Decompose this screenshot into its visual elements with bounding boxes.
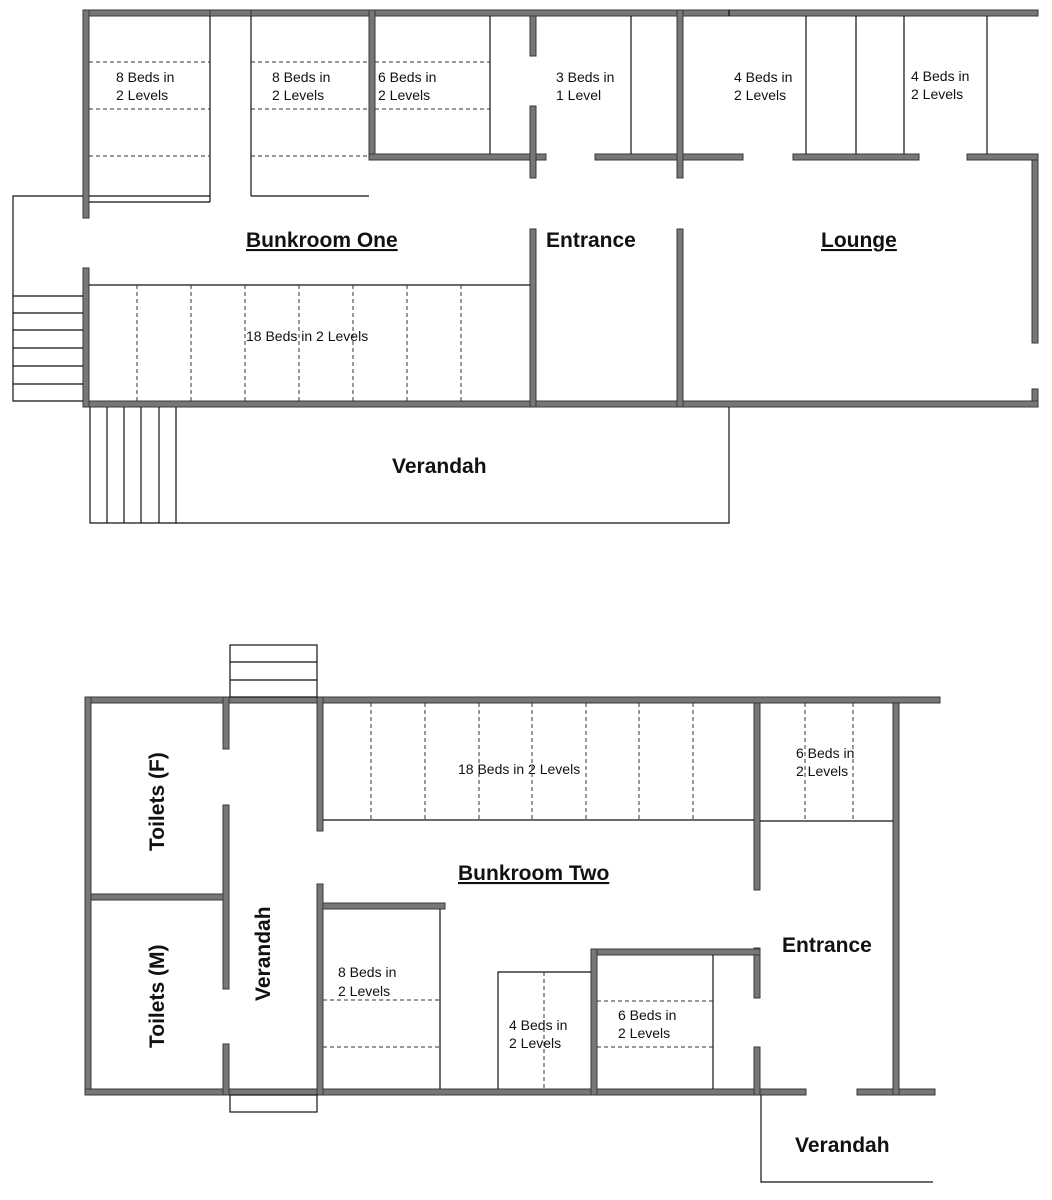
- bed-label-p2-1b: 2 Levels: [796, 763, 848, 779]
- room-label-bunkroom-one: Bunkroom One: [246, 229, 398, 252]
- plan-one-labels: 8 Beds in 2 Levels 8 Beds in 2 Levels 6 …: [116, 68, 969, 478]
- room-label-entrance-two: Entrance: [782, 934, 872, 957]
- room-label-verandah-one: Verandah: [392, 455, 487, 478]
- bed-label-2b: 2 Levels: [272, 87, 324, 103]
- bed-label-1b: 2 Levels: [116, 87, 168, 103]
- bed-label-p2-1a: 6 Beds in: [796, 745, 854, 761]
- bed-label-2a: 8 Beds in: [272, 69, 330, 85]
- room-label-toilets-m: Toilets (M): [146, 945, 169, 1048]
- room-label-lounge: Lounge: [821, 229, 897, 252]
- plan-two: 18 Beds in 2 Levels 6 Beds in 2 Levels 8…: [84, 644, 941, 1183]
- plan-one-lines: [12, 10, 988, 524]
- room-label-verandah-bottom: Verandah: [795, 1134, 890, 1157]
- bed-label-long-one: 18 Beds in 2 Levels: [246, 328, 368, 344]
- room-label-bunkroom-two: Bunkroom Two: [458, 862, 609, 885]
- bed-label-4a: 3 Beds in: [556, 69, 614, 85]
- bed-label-5b: 2 Levels: [734, 87, 786, 103]
- plan-one: 8 Beds in 2 Levels 8 Beds in 2 Levels 6 …: [12, 9, 1039, 524]
- room-label-entrance-one: Entrance: [546, 229, 636, 252]
- bed-label-3a: 6 Beds in: [378, 69, 436, 85]
- bed-label-p2-4a: 6 Beds in: [618, 1007, 676, 1023]
- bed-label-long-two: 18 Beds in 2 Levels: [458, 761, 580, 777]
- bed-label-3b: 2 Levels: [378, 87, 430, 103]
- room-label-toilets-f: Toilets (F): [146, 752, 169, 851]
- room-label-verandah-side: Verandah: [252, 906, 275, 1001]
- bed-label-p2-2a: 8 Beds in: [338, 964, 396, 980]
- plan-two-walls: [84, 696, 941, 1096]
- bed-label-5a: 4 Beds in: [734, 69, 792, 85]
- bed-label-p2-3b: 2 Levels: [509, 1035, 561, 1051]
- bed-label-6a: 4 Beds in: [911, 68, 969, 84]
- bed-label-4b: 1 Level: [556, 87, 601, 103]
- bed-label-p2-3a: 4 Beds in: [509, 1017, 567, 1033]
- bed-label-1a: 8 Beds in: [116, 69, 174, 85]
- plan-two-labels: 18 Beds in 2 Levels 6 Beds in 2 Levels 8…: [146, 745, 890, 1157]
- bed-label-6b: 2 Levels: [911, 86, 963, 102]
- bed-label-p2-4b: 2 Levels: [618, 1025, 670, 1041]
- bed-label-p2-2b: 2 Levels: [338, 983, 390, 999]
- plan-two-lines: [229, 644, 933, 1183]
